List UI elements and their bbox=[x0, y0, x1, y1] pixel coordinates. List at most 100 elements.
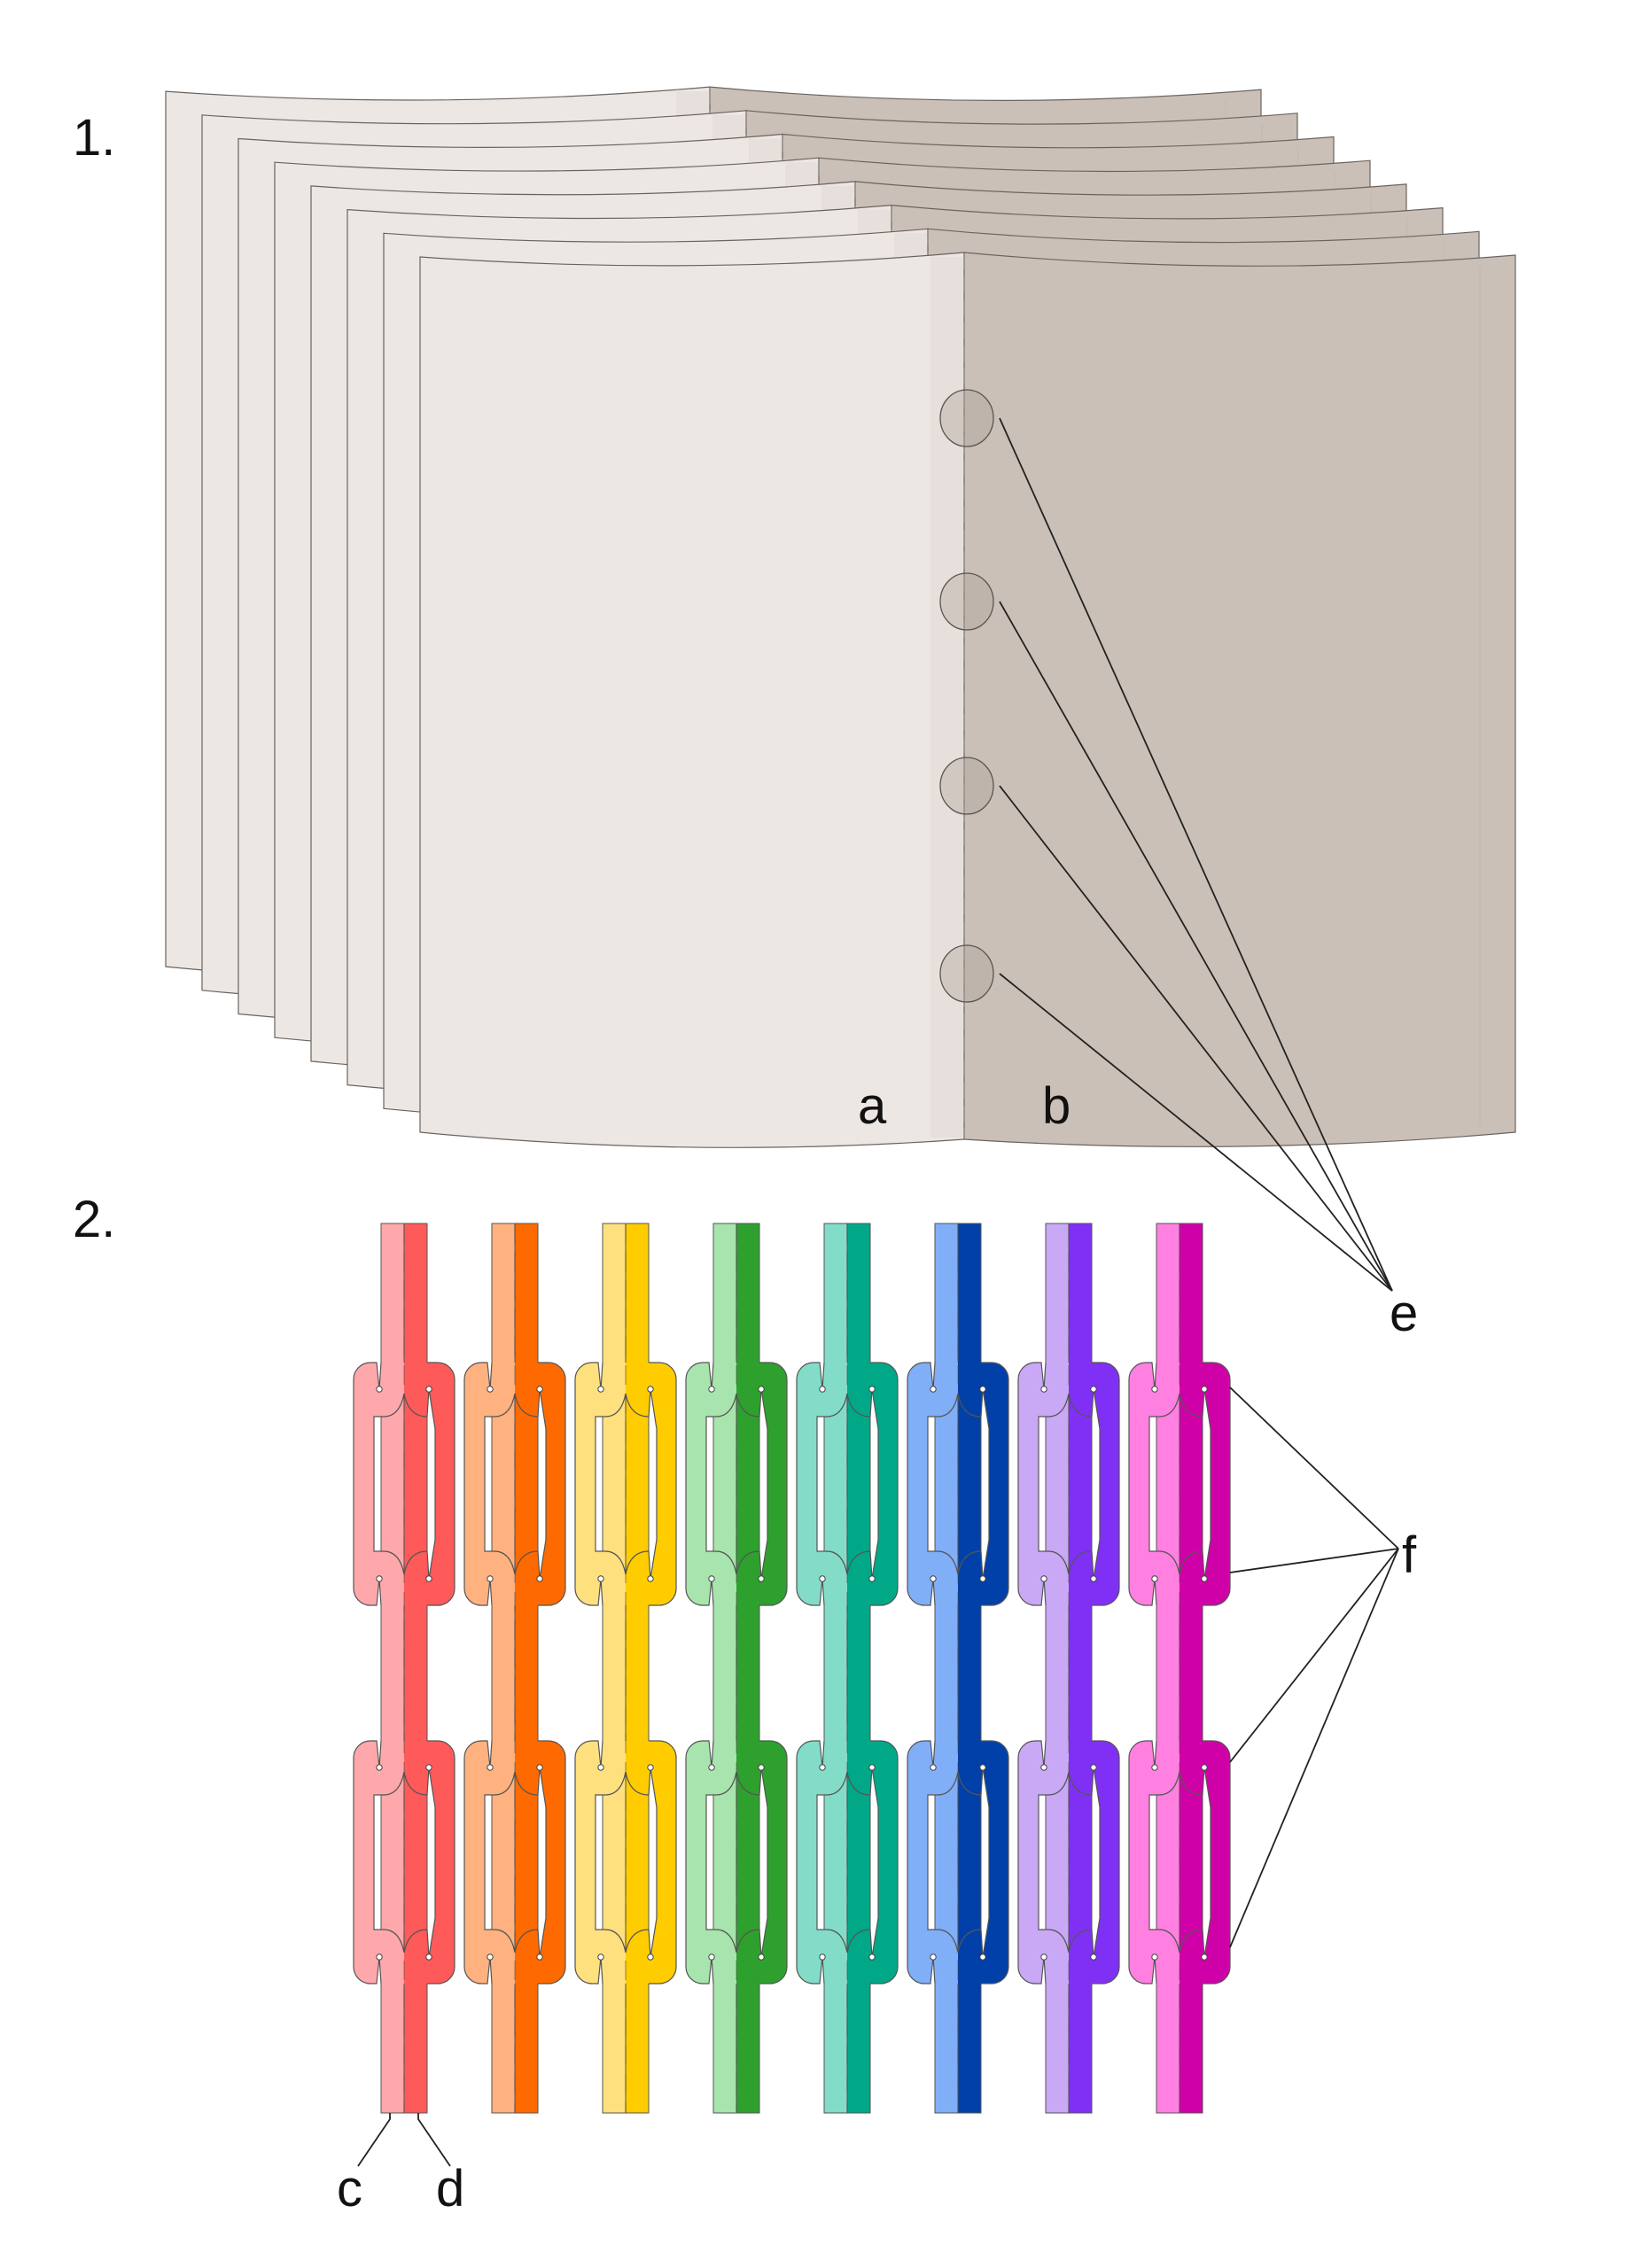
notch-hole bbox=[1151, 1953, 1158, 1961]
chain-link bbox=[463, 1740, 566, 1984]
chain-link bbox=[574, 1362, 677, 1606]
link-light-half bbox=[464, 1363, 515, 1605]
notch-hole bbox=[1040, 1386, 1047, 1393]
link-light-half bbox=[686, 1741, 736, 1984]
chain-link bbox=[685, 1740, 788, 1984]
leader-line-e bbox=[999, 417, 1393, 1292]
page bbox=[419, 252, 1516, 1148]
link-dark-half bbox=[404, 1741, 455, 1984]
chain-link bbox=[1128, 1740, 1231, 1984]
notch-hole bbox=[979, 1953, 986, 1961]
link-light-outline bbox=[796, 1740, 848, 1984]
link-light-outline bbox=[685, 1740, 737, 1984]
notch-hole bbox=[647, 1953, 654, 1961]
notch-hole bbox=[1201, 1386, 1208, 1393]
link-dark-half bbox=[958, 1363, 1008, 1605]
link-light-outline bbox=[1017, 1362, 1070, 1606]
notch-hole bbox=[536, 1764, 543, 1771]
notch-hole bbox=[930, 1764, 937, 1771]
link-light-outline bbox=[907, 1362, 959, 1606]
link-light-outline bbox=[1128, 1740, 1180, 1984]
leader-line-f bbox=[1229, 1386, 1399, 1550]
notch-hole bbox=[597, 1386, 604, 1393]
chain-yellow bbox=[574, 1223, 677, 2114]
chain-link bbox=[1017, 1362, 1120, 1606]
leader-line-d bbox=[417, 2113, 451, 2167]
leader-line-e bbox=[999, 973, 1393, 1292]
notch-hole bbox=[819, 1386, 826, 1393]
notch-hole bbox=[536, 1386, 543, 1393]
notch-hole bbox=[819, 1953, 826, 1961]
label-b: b bbox=[1042, 1077, 1071, 1135]
label-d: d bbox=[436, 2160, 464, 2218]
link-dark-outline bbox=[957, 1362, 1009, 1606]
chain-pink bbox=[1128, 1223, 1231, 2114]
link-light-outline bbox=[685, 1362, 737, 1606]
notch-hole bbox=[425, 1953, 432, 1961]
label-c: c bbox=[337, 2160, 362, 2218]
link-light-outline bbox=[907, 1740, 959, 1984]
link-dark-outline bbox=[846, 1362, 899, 1606]
notch-hole bbox=[487, 1575, 494, 1582]
notch-hole bbox=[1201, 1764, 1208, 1771]
leader-line-e bbox=[999, 785, 1393, 1292]
link-light-half bbox=[1018, 1741, 1069, 1984]
notch-hole bbox=[1090, 1386, 1097, 1393]
link-light-half bbox=[1018, 1363, 1069, 1605]
link-light-half bbox=[1129, 1363, 1180, 1605]
notch-hole bbox=[376, 1575, 383, 1582]
notch-hole bbox=[647, 1575, 654, 1582]
link-light-half bbox=[797, 1741, 847, 1984]
notch-hole bbox=[1040, 1953, 1047, 1961]
notch-hole bbox=[868, 1953, 876, 1961]
leader-line-f bbox=[1229, 1548, 1399, 1948]
link-light-half bbox=[575, 1741, 626, 1984]
notch-hole bbox=[597, 1953, 604, 1961]
leader-line-e bbox=[999, 601, 1393, 1292]
link-dark-half bbox=[1180, 1363, 1230, 1605]
notch-hole bbox=[536, 1575, 543, 1582]
notch-hole bbox=[1201, 1953, 1208, 1961]
label-a: a bbox=[858, 1077, 887, 1135]
notch-hole bbox=[868, 1386, 876, 1393]
chain-link bbox=[574, 1740, 677, 1984]
figure-2-chain-links bbox=[353, 1223, 1231, 2114]
link-light-half bbox=[354, 1363, 404, 1605]
notch-hole bbox=[708, 1953, 715, 1961]
chain-link bbox=[907, 1362, 1009, 1606]
link-light-outline bbox=[796, 1362, 848, 1606]
link-dark-half bbox=[626, 1741, 676, 1984]
notch-hole bbox=[376, 1764, 383, 1771]
binder-hole bbox=[939, 572, 994, 631]
notch-hole bbox=[708, 1575, 715, 1582]
notch-hole bbox=[708, 1386, 715, 1393]
right-page bbox=[963, 252, 1516, 1147]
link-dark-outline bbox=[403, 1362, 455, 1606]
notch-hole bbox=[487, 1386, 494, 1393]
link-light-half bbox=[464, 1741, 515, 1984]
label-f: f bbox=[1402, 1526, 1417, 1584]
link-light-half bbox=[797, 1363, 847, 1605]
chain-blue bbox=[907, 1223, 1009, 2114]
link-dark-outline bbox=[403, 1740, 455, 1984]
link-dark-half bbox=[1069, 1741, 1119, 1984]
notch-hole bbox=[708, 1764, 715, 1771]
link-light-outline bbox=[574, 1740, 627, 1984]
chain-link bbox=[796, 1362, 899, 1606]
link-dark-half bbox=[847, 1363, 898, 1605]
binder-hole bbox=[939, 757, 994, 815]
notch-hole bbox=[930, 1953, 937, 1961]
notch-hole bbox=[425, 1575, 432, 1582]
notch-hole bbox=[979, 1764, 986, 1771]
link-dark-outline bbox=[514, 1362, 566, 1606]
link-light-half bbox=[575, 1363, 626, 1605]
notch-hole bbox=[868, 1575, 876, 1582]
notch-hole bbox=[930, 1386, 937, 1393]
link-dark-half bbox=[736, 1363, 787, 1605]
notch-hole bbox=[425, 1764, 432, 1771]
notch-hole bbox=[819, 1575, 826, 1582]
left-page bbox=[419, 252, 965, 1148]
notch-hole bbox=[1201, 1575, 1208, 1582]
notch-hole bbox=[1040, 1764, 1047, 1771]
